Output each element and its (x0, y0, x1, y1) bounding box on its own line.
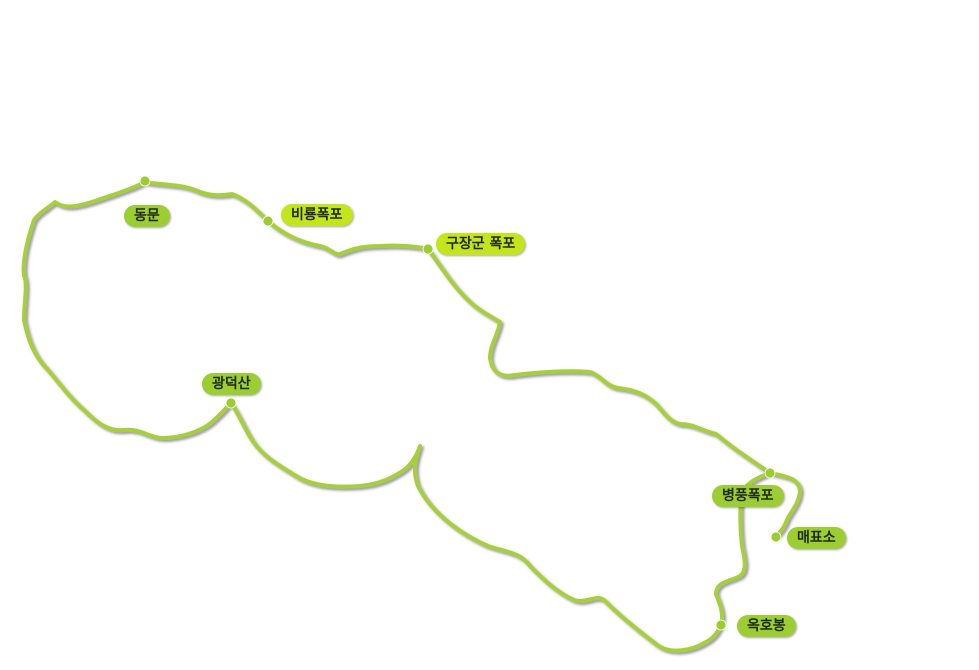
label-byeongpung-falls[interactable]: 병풍폭포 (712, 485, 784, 507)
label-biryong-falls[interactable]: 비룡폭포 (281, 204, 353, 226)
trail-route-south (229, 401, 723, 653)
marker-okhobong[interactable] (715, 619, 727, 631)
trail-route-main (143, 180, 802, 539)
label-ticket-office[interactable]: 매표소 (787, 527, 846, 549)
marker-gujanggun-falls[interactable] (422, 243, 434, 255)
marker-gwangdeoksan[interactable] (225, 397, 237, 409)
marker-ticket-office[interactable] (770, 531, 782, 543)
label-gwangdeoksan[interactable]: 광덕산 (202, 373, 261, 395)
label-gujanggun-falls[interactable]: 구장군 폭포 (436, 233, 526, 255)
marker-biryong-falls[interactable] (262, 215, 274, 227)
label-okhobong[interactable]: 옥호봉 (737, 615, 796, 637)
marker-dongmun[interactable] (139, 175, 151, 187)
marker-byeongpung-falls[interactable] (764, 467, 776, 479)
trail-route-west (21, 180, 233, 440)
label-dongmun[interactable]: 동문 (124, 205, 170, 227)
